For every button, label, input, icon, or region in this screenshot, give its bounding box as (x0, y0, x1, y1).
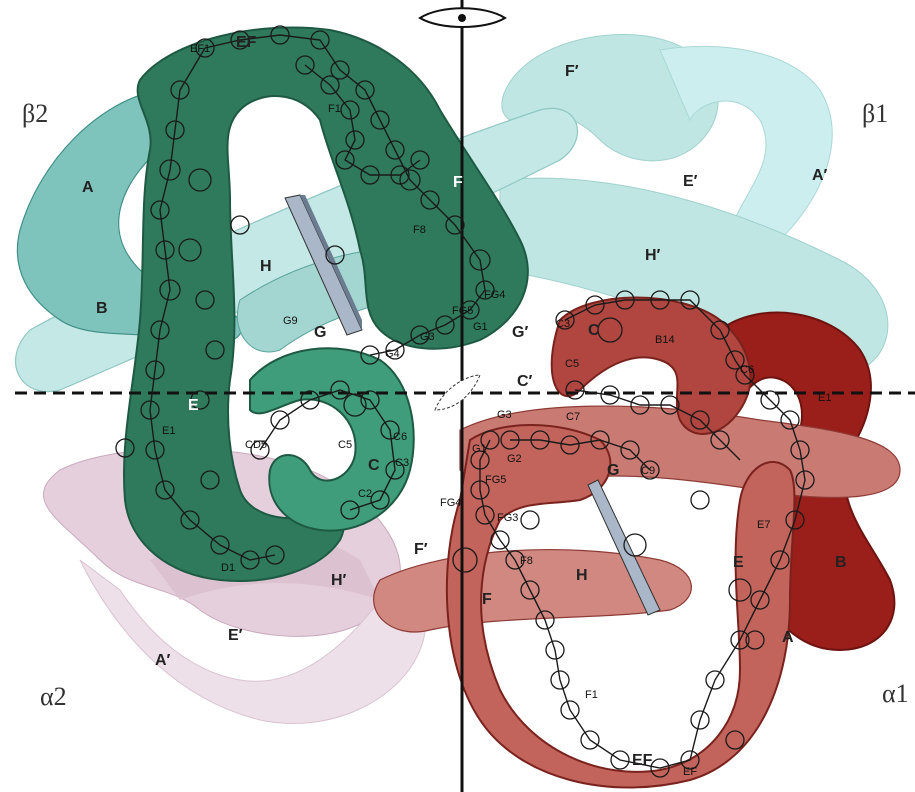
beta2-helix-EF: EF (236, 34, 257, 51)
alpha1-res-G2: G2 (507, 453, 522, 465)
beta2-res-G4: G4 (385, 348, 400, 360)
beta2-res-F1: F1 (328, 103, 341, 115)
alpha1-res-B14: B14 (655, 334, 675, 346)
alpha1-helix-B: B (835, 554, 847, 571)
alpha2-helix-H-prime: H′ (331, 572, 347, 589)
eye-icon (420, 8, 505, 27)
beta2-res-FG5: FG5 (452, 305, 473, 317)
alpha1-helix-C: C (588, 322, 600, 339)
alpha1-res-C9: C9 (641, 465, 655, 477)
beta1-helix-G-prime: G′ (512, 324, 528, 341)
beta2-res-D1: D1 (221, 562, 235, 574)
beta2-helix-G-prime: G′ (303, 429, 319, 446)
beta2-res-FG4: FG4 (484, 289, 505, 301)
beta2-helix-F: F (453, 174, 463, 191)
beta2-res-G3: G3 (420, 331, 435, 343)
beta2-res-EF1: EF1 (190, 43, 210, 55)
alpha1-helix-EF: EF (632, 752, 653, 769)
beta2-res-F8: F8 (413, 224, 426, 236)
beta1-helix-F-prime: F′ (565, 63, 579, 80)
beta1-label: β1 (862, 99, 888, 128)
alpha2-helix-A-prime: A′ (155, 652, 171, 669)
alpha2-label: α2 (40, 682, 67, 711)
beta2-res-C5: C5 (338, 439, 352, 451)
alpha1-res-F8: F8 (520, 555, 533, 567)
alpha1-res-FG3: FG3 (497, 512, 518, 524)
alpha1-res-F1: F1 (585, 689, 598, 701)
beta1-helix-C-prime: C′ (517, 373, 533, 390)
beta2-res-E1: E1 (162, 425, 175, 437)
beta2-helix-E: E (188, 397, 199, 414)
alpha1-helix-F: F (482, 591, 492, 608)
beta2-res-G9: G9 (283, 315, 298, 327)
beta1-helix-H-prime: H′ (645, 247, 661, 264)
alpha1-res-EF: EF (683, 766, 697, 778)
alpha1-label: α1 (882, 679, 909, 708)
beta2-res-CD5: CD5 (245, 439, 267, 451)
alpha1-helix-E: E (733, 554, 744, 571)
alpha1-res-G3: G3 (497, 409, 512, 421)
beta1-helix-A-prime: A′ (812, 167, 828, 184)
alpha2-helix-F-prime: F′ (414, 541, 428, 558)
alpha1-res-FG4: FG4 (440, 497, 461, 509)
alpha2-helix-E-prime: E′ (228, 627, 243, 644)
beta2-helix-C: C (368, 457, 380, 474)
beta2-helix-A: A (82, 179, 94, 196)
alpha1-helix-A: A (782, 629, 794, 646)
beta2-res-C6: C6 (393, 431, 407, 443)
alpha1-res-C5: C5 (565, 358, 579, 370)
alpha1-res-G1: G1 (472, 443, 487, 455)
beta1-helix-E-prime: E′ (683, 173, 698, 190)
beta2-res-G1: G1 (473, 321, 488, 333)
alpha1-res-E1: E1 (818, 392, 831, 404)
alpha1-res-FG5: FG5 (485, 474, 506, 486)
beta2-res-C2: C2 (358, 488, 372, 500)
alpha1-res-C6: C6 (740, 364, 754, 376)
alpha1-res-E7: E7 (757, 519, 770, 531)
beta2-helix-H: H (260, 258, 272, 275)
beta2-res-C3: C3 (395, 457, 409, 469)
alpha1-helix-G: G (607, 462, 619, 479)
alpha1-res-C7: C7 (566, 411, 580, 423)
beta2-helix-B: B (96, 300, 108, 317)
alpha1-res-C3: C3 (556, 318, 570, 330)
alpha1-subunit (374, 298, 900, 788)
beta2-helix-G: G (314, 324, 326, 341)
alpha1-helix-H: H (576, 567, 588, 584)
beta2-label: β2 (22, 99, 48, 128)
